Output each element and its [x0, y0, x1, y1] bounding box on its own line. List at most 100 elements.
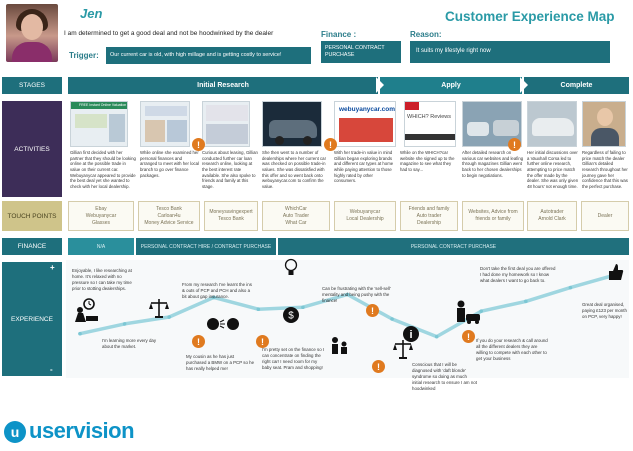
finance-pch-pcp: PERSONAL CONTRACT HIRE / CONTRACT PURCHA… [136, 238, 276, 255]
activity-text-5: With her trade-in value in mind Gillian … [334, 150, 394, 184]
activity-thumb-4 [262, 101, 322, 147]
activity-text-6: While on the WHICH?car website she signe… [400, 150, 455, 173]
uservision-logo-icon: u [4, 421, 26, 443]
plus-marker: + [50, 263, 55, 272]
family-icon [332, 337, 347, 354]
persona-name: Jen [80, 6, 103, 21]
warning-icon: ! [192, 138, 205, 151]
money-icon: $ [283, 307, 299, 323]
activity-thumb-9 [582, 101, 626, 147]
touch-point-4: WhichCar Auto Trader What Car [262, 201, 330, 231]
activity-text-9: Regardless of failing to price match the… [582, 150, 628, 190]
touch-point-6: Friends and family Auto trader Dealershi… [400, 201, 458, 231]
experience-point [568, 285, 573, 290]
experience-point [256, 307, 261, 311]
touch-point-1: Ebay Webuyanycar Glasses [68, 201, 134, 231]
reason-label: Reason: [410, 30, 442, 39]
map-title: Customer Experience Map [445, 9, 615, 24]
activity-thumb-3 [202, 101, 250, 147]
experience-note-1-bottom: I'm learning more every day about the ma… [102, 338, 157, 349]
thumbs-up-icon [609, 264, 624, 280]
row-label-finance: FINANCE [2, 238, 62, 255]
experience-note-2-bottom: My cousin as he has just purchased a BMW… [186, 354, 255, 371]
touch-point-7: Websites, Advice from friends or family [462, 201, 524, 231]
experience-point [345, 292, 350, 297]
experience-note-5-bottom: Conscious that I will be diagnosed with … [412, 362, 477, 391]
warning-icon: ! [324, 138, 337, 151]
activity-thumb-6: WHICH? Reviews [404, 101, 456, 147]
trigger-label: Trigger: [69, 51, 99, 60]
activity-thumb-1: FREE Instant Online Valuation [70, 101, 128, 147]
talking-heads-icon [207, 318, 239, 330]
row-label-experience: EXPERIENCE [2, 262, 62, 376]
scales-icon [149, 299, 169, 318]
row-label-activities: ACTIVITIES [2, 101, 62, 197]
touch-point-5: Webuyanycar Local Dealership [334, 201, 396, 231]
experience-point [479, 309, 484, 313]
experience-point [167, 315, 171, 319]
touch-point-8: Autotrader Arnold Clark [527, 201, 577, 231]
warning-icon: ! [372, 360, 385, 373]
thumb-caption-2: webuyanycar.com [339, 106, 395, 113]
experience-note-7-top: Great deal organised, paying £123 per mo… [582, 302, 627, 319]
experience-point [122, 322, 127, 326]
scales-icon [393, 340, 413, 359]
activity-thumb-7 [462, 101, 522, 147]
experience-point [301, 305, 305, 310]
reason-box: It suits my lifestyle right now [410, 41, 610, 63]
experience-point [524, 299, 528, 304]
experience-note-2-top: From my research I've learnt the ins & o… [182, 282, 252, 299]
finance-na: N/A [68, 238, 134, 255]
activity-text-1: Gillian first decided with her partner t… [70, 150, 136, 190]
row-label-stages: STAGES [2, 77, 62, 94]
warning-icon: ! [508, 138, 521, 151]
touch-point-2: Tesco Bank Carloan4u Money Advice Servic… [138, 201, 200, 231]
trigger-box: Our current car is old, with high millag… [106, 47, 311, 64]
experience-chart [66, 260, 629, 378]
activity-text-4: She then went to a number of dealerships… [262, 150, 327, 190]
activity-thumb-2 [140, 101, 190, 147]
svg-text:$: $ [288, 311, 294, 322]
warning-icon: ! [256, 335, 269, 348]
row-label-touch-points: TOUCH POINTS [2, 201, 62, 231]
experience-note-6-bottom: If you do your research & call around al… [476, 338, 548, 361]
finance-label: Finance : [321, 30, 357, 39]
experience-point [211, 295, 216, 300]
experience-note-4-top: Can be frustrating with the 'sell-sell' … [322, 286, 391, 303]
experience-note-6-top: Don't take the first deal you are offere… [480, 266, 556, 283]
stage-arrow-2 [520, 77, 528, 93]
activity-text-7: After detailed research on various car w… [462, 150, 524, 178]
touch-point-3: Moneysavingexpert Tesco Bank [204, 201, 258, 231]
finance-pcp: PERSONAL CONTRACT PURCHASE [278, 238, 629, 255]
lightbulb-icon [284, 258, 298, 275]
persona-photo [6, 4, 58, 62]
finance-box: PERSONAL CONTRACT PURCHASE [321, 41, 401, 63]
stage-initial-research: Initial Research [68, 77, 378, 94]
activity-text-8: Her initial discussions over a Vauxhall … [527, 150, 579, 190]
warning-icon: ! [366, 304, 379, 317]
warning-icon: ! [192, 335, 205, 348]
laptop-person-icon [75, 298, 98, 322]
touch-point-9: Dealer [581, 201, 629, 231]
stage-apply: Apply [380, 77, 522, 94]
persona-goal: I am determined to get a good deal and n… [64, 30, 274, 37]
thumb-caption-3: WHICH? Reviews [407, 114, 452, 120]
experience-point [434, 334, 439, 339]
experience-point [390, 317, 394, 321]
minus-marker: - [50, 365, 53, 374]
activity-text-3: Curious about leasing, Gillian conducted… [202, 150, 258, 190]
stage-arrow-1 [376, 77, 384, 93]
activity-thumb-5: webuyanycar.com [334, 101, 396, 147]
experience-note-1-top: Enjoyable, I like researching at home. I… [72, 268, 132, 291]
experience-note-3-bottom: I'm pretty set on the finance so I can c… [262, 347, 325, 370]
svg-text:i: i [409, 329, 412, 341]
activity-thumb-8 [527, 101, 577, 147]
info-icon: i [403, 326, 419, 342]
car-dealer-icon [457, 300, 480, 324]
thumb-caption-1: FREE Instant Online Valuation [79, 103, 127, 107]
warning-icon: ! [462, 330, 475, 343]
uservision-logo-text: uservision [29, 418, 135, 443]
activity-text-2: While online she examined her personal f… [140, 150, 199, 178]
experience-point [78, 331, 82, 336]
stage-complete: Complete [524, 77, 629, 94]
